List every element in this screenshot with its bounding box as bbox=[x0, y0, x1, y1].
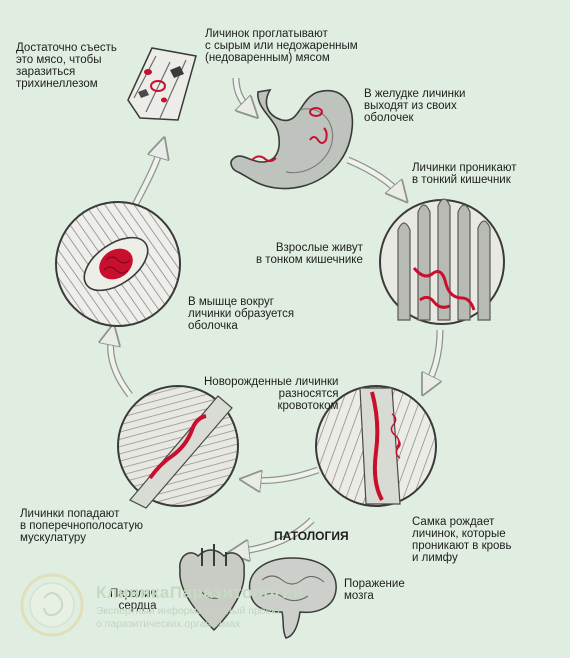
label-capsule: В мышце вокруг личинки образуется оболоч… bbox=[188, 296, 295, 332]
infected-meat-illustration bbox=[127, 47, 197, 121]
watermark-subtitle: Экспертный информационный проект о параз… bbox=[96, 605, 281, 630]
stomach-illustration bbox=[230, 88, 354, 190]
label-brain: Поражение мозга bbox=[344, 578, 405, 602]
label-newborn: Новорожденные личинки разносятся кровото… bbox=[204, 376, 339, 412]
label-muscle: Личинки попадают в поперечнополосатую му… bbox=[20, 508, 143, 544]
label-female: Самка рождает личинок, которые проникают… bbox=[412, 516, 512, 564]
heart-illustration bbox=[179, 544, 245, 632]
label-eat-meat: Достаточно съесть это мясо, чтобы зарази… bbox=[16, 42, 117, 90]
label-swallow: Личинок проглатывают с сырым или недожар… bbox=[205, 28, 358, 64]
label-pathology: ПАТОЛОГИЯ bbox=[274, 529, 349, 543]
watermark-title: КлиникаПаразитологии bbox=[96, 583, 304, 602]
label-penetrate: Личинки проникают в тонкий кишечник bbox=[412, 162, 517, 186]
cycle-arrows bbox=[111, 77, 444, 552]
blood-vessel-illustration bbox=[315, 385, 437, 507]
watermark-logo-icon bbox=[20, 573, 84, 637]
muscle-capsule-illustration bbox=[55, 201, 181, 327]
newborn-larvae-illustration bbox=[117, 385, 239, 509]
label-heart: Паралич сердца bbox=[110, 588, 157, 612]
brain-illustration bbox=[248, 557, 337, 639]
small-intestine-illustration bbox=[379, 198, 505, 325]
label-adults: Взрослые живут в тонком кишечнике bbox=[256, 242, 363, 266]
label-stomach: В желудке личинки выходят из своих оболо… bbox=[364, 88, 466, 124]
